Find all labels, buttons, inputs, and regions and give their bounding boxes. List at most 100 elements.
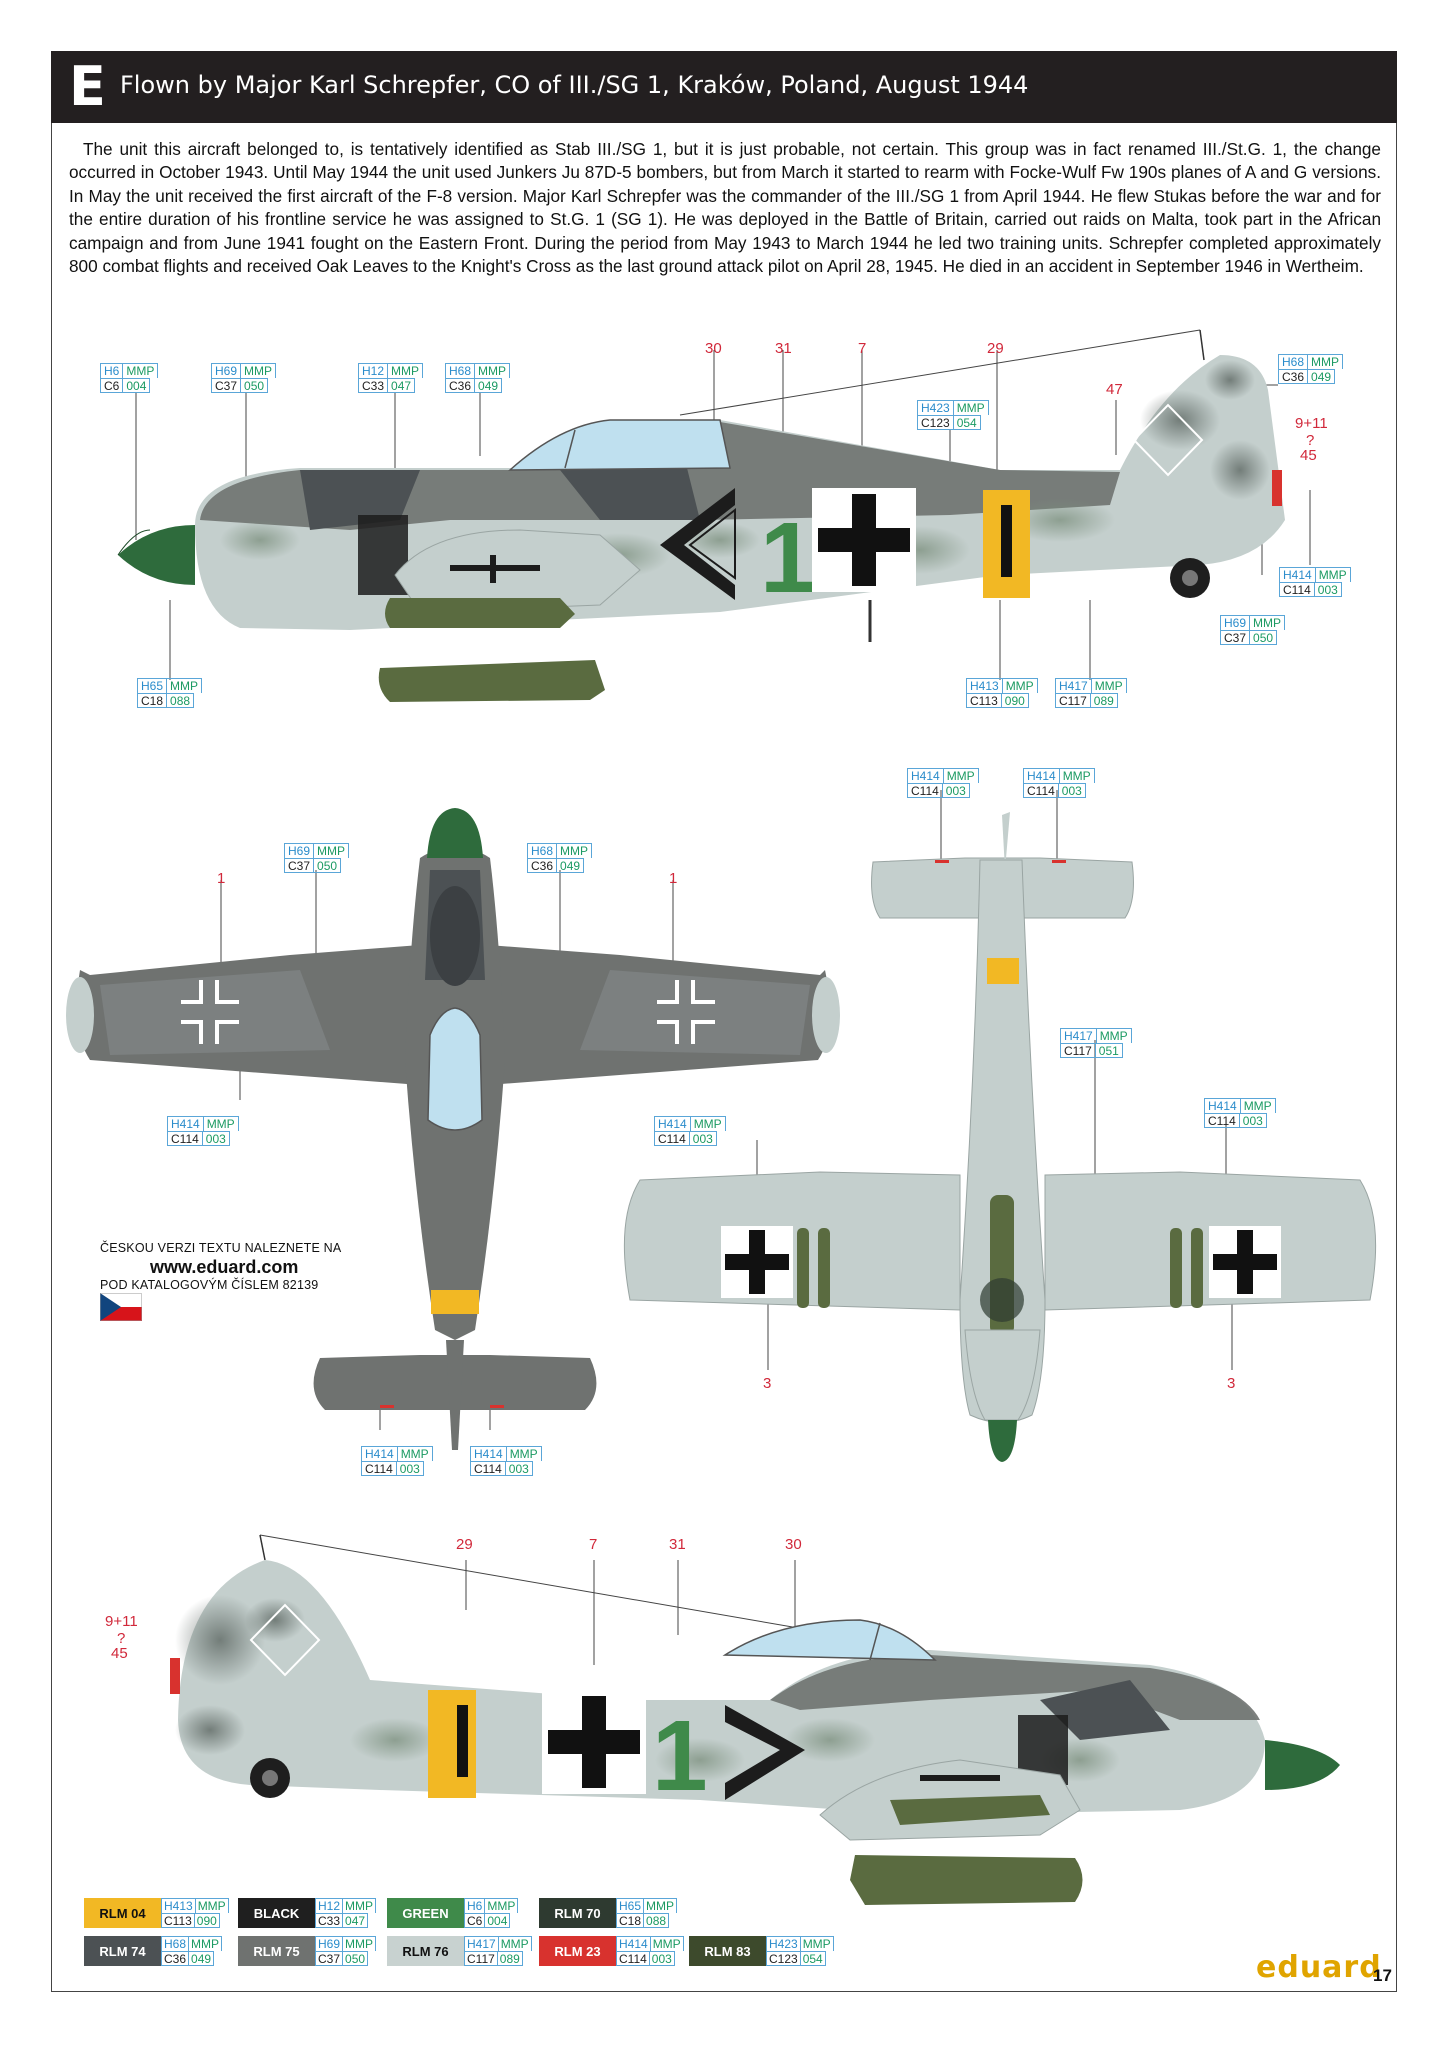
wing-cross-right-top bbox=[657, 980, 715, 1044]
callout-q-bottom: ? bbox=[117, 1630, 126, 1647]
wing-cross-left-bottom bbox=[721, 1226, 793, 1298]
eduard-logo: eduard bbox=[1256, 1950, 1382, 1985]
balkenkreuz-right-profile bbox=[542, 1690, 646, 1794]
balkenkreuz-left-profile bbox=[812, 488, 916, 592]
legend-code-mmp: MMP bbox=[643, 1898, 678, 1913]
legend-swatch: RLM 23 bbox=[539, 1936, 616, 1966]
page-number: 17 bbox=[1373, 1966, 1392, 1985]
legend-code-cv: 089 bbox=[496, 1951, 523, 1966]
legend-code-c: C18 bbox=[616, 1913, 644, 1928]
legend-code-h: H12 bbox=[315, 1898, 343, 1913]
legend-code-h: H417 bbox=[464, 1936, 498, 1951]
legend-code-mmp: MMP bbox=[188, 1936, 223, 1951]
legend-code-c: C123 bbox=[766, 1951, 800, 1966]
right-profile: 1 bbox=[170, 1534, 1340, 1905]
top-view bbox=[66, 808, 840, 1450]
left-profile: 1 bbox=[117, 329, 1311, 702]
lang-note-line1: ČESKOU VERZI TEXTU NALEZNETE NA bbox=[100, 1241, 342, 1255]
callout-30-bottom: 30 bbox=[785, 1536, 802, 1553]
legend-swatch: GREEN bbox=[387, 1898, 464, 1928]
legend-code-mmp: MMP bbox=[497, 1936, 532, 1951]
fuselage-number-bottom: 1 bbox=[652, 1700, 708, 1812]
legend-code-c: C6 bbox=[464, 1913, 485, 1928]
legend-swatch: RLM 76 bbox=[387, 1936, 464, 1966]
scheme-letter: E bbox=[69, 55, 106, 118]
callout-7-top: 7 bbox=[858, 340, 867, 357]
callout-7-bottom: 7 bbox=[589, 1536, 598, 1553]
callout-29-top: 29 bbox=[987, 340, 1004, 357]
czech-language-note: ČESKOU VERZI TEXTU NALEZNETE NA www.edua… bbox=[100, 1241, 341, 1292]
page-title: Flown by Major Karl Schrepfer, CO of III… bbox=[120, 71, 1029, 99]
legend-code-c: C117 bbox=[464, 1951, 497, 1966]
legend-code-mmp: MMP bbox=[799, 1936, 834, 1951]
callout-29-bottom: 29 bbox=[456, 1536, 473, 1553]
legend-code-mmp: MMP bbox=[194, 1898, 229, 1913]
callout-1-left: 1 bbox=[217, 870, 226, 887]
fuselage-number-top: 1 bbox=[760, 502, 816, 614]
legend-code-c: C36 bbox=[161, 1951, 189, 1966]
legend-code-h: H413 bbox=[161, 1898, 195, 1913]
callout-1-right: 1 bbox=[669, 870, 678, 887]
callout-911-bottom: 9+11 bbox=[105, 1613, 138, 1630]
legend-code-c: C37 bbox=[315, 1951, 343, 1966]
legend-code-c: C113 bbox=[161, 1913, 194, 1928]
callout-47-top: 47 bbox=[1106, 381, 1123, 398]
header-bar: E Flown by Major Karl Schrepfer, CO of I… bbox=[51, 51, 1397, 123]
legend-code-mmp: MMP bbox=[342, 1936, 377, 1951]
legend-code-h: H65 bbox=[616, 1898, 644, 1913]
lang-note-url[interactable]: www.eduard.com bbox=[150, 1257, 299, 1277]
legend-code-cv: 003 bbox=[648, 1951, 675, 1966]
callout-45-bottom: 45 bbox=[111, 1645, 128, 1662]
legend-code-cv: 049 bbox=[188, 1951, 215, 1966]
legend-code-mmp: MMP bbox=[649, 1936, 684, 1951]
lang-note-line3: POD KATALOGOVÝM ČÍSLEM 82139 bbox=[100, 1278, 319, 1292]
red-marks-topview bbox=[380, 1405, 504, 1408]
legend-code-cv: 004 bbox=[484, 1913, 511, 1928]
callout-45-top: 45 bbox=[1300, 447, 1317, 464]
legend-code-c: C114 bbox=[616, 1951, 649, 1966]
legend-code-c: C33 bbox=[315, 1913, 343, 1928]
callout-3-right: 3 bbox=[1227, 1375, 1236, 1392]
legend-swatch: RLM 75 bbox=[238, 1936, 315, 1966]
wing-cross-right-bottom bbox=[1209, 1226, 1281, 1298]
callout-31-top: 31 bbox=[775, 340, 792, 357]
legend-code-mmp: MMP bbox=[484, 1898, 519, 1913]
legend-swatch: RLM 83 bbox=[689, 1936, 766, 1966]
callout-911-top: 9+11 bbox=[1295, 415, 1328, 432]
